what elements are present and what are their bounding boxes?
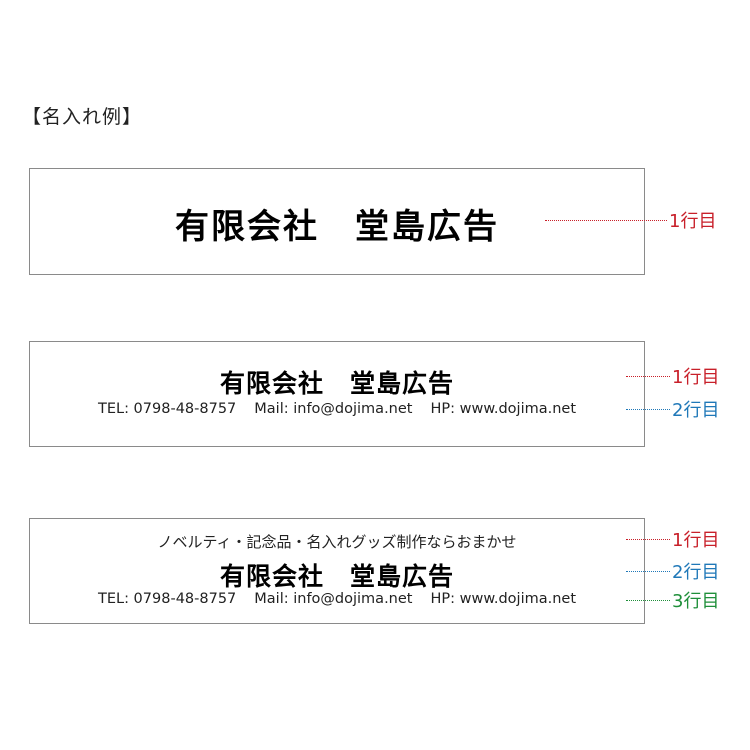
mail-text: Mail: info@dojima.net: [254, 591, 413, 607]
section-heading: 【名入れ例】: [22, 106, 143, 128]
dotted-leader: [626, 599, 670, 601]
callout-label: 3行目: [672, 591, 720, 612]
contact-line: TEL: 0798-48-8757 Mail: info@dojima.net HP…: [30, 401, 644, 417]
dotted-leader: [626, 408, 670, 410]
dotted-leader: [626, 375, 670, 377]
hp-text: HP: www.dojima.net: [430, 591, 577, 607]
callout-label: 2行目: [672, 562, 720, 583]
callout-line-3: 3行目: [626, 590, 720, 612]
callout-line-2: 2行目: [626, 399, 720, 421]
callout-label: 1行目: [669, 211, 717, 232]
contact-line: TEL: 0798-48-8757 Mail: info@dojima.net HP…: [30, 591, 644, 607]
callout-label: 2行目: [672, 400, 720, 421]
hp-text: HP: www.dojima.net: [430, 401, 577, 417]
dotted-leader: [626, 538, 670, 540]
callout-line-1: 1行目: [545, 210, 717, 232]
callout-line-2: 2行目: [626, 561, 720, 583]
example-plate-3: ノベルティ・記念品・名入れグッズ制作ならおまかせ 有限会社 堂島広告 TEL: …: [29, 518, 645, 624]
company-name-line: 有限会社 堂島広告: [175, 207, 499, 247]
tel-text: TEL: 0798-48-8757: [97, 401, 237, 417]
catchphrase-line: ノベルティ・記念品・名入れグッズ制作ならおまかせ: [157, 533, 517, 551]
company-name-line: 有限会社 堂島広告: [219, 369, 454, 398]
tel-text: TEL: 0798-48-8757: [97, 591, 237, 607]
callout-label: 1行目: [672, 367, 720, 388]
example-plate-1: 有限会社 堂島広告: [29, 168, 645, 275]
mail-text: Mail: info@dojima.net: [254, 401, 413, 417]
dotted-leader: [626, 570, 670, 572]
callout-line-1: 1行目: [626, 366, 720, 388]
callout-line-1: 1行目: [626, 529, 720, 551]
dotted-leader: [545, 219, 667, 221]
callout-label: 1行目: [672, 530, 720, 551]
company-name-line: 有限会社 堂島広告: [219, 562, 454, 591]
example-plate-2: 有限会社 堂島広告 TEL: 0798-48-8757 Mail: info@do…: [29, 341, 645, 447]
